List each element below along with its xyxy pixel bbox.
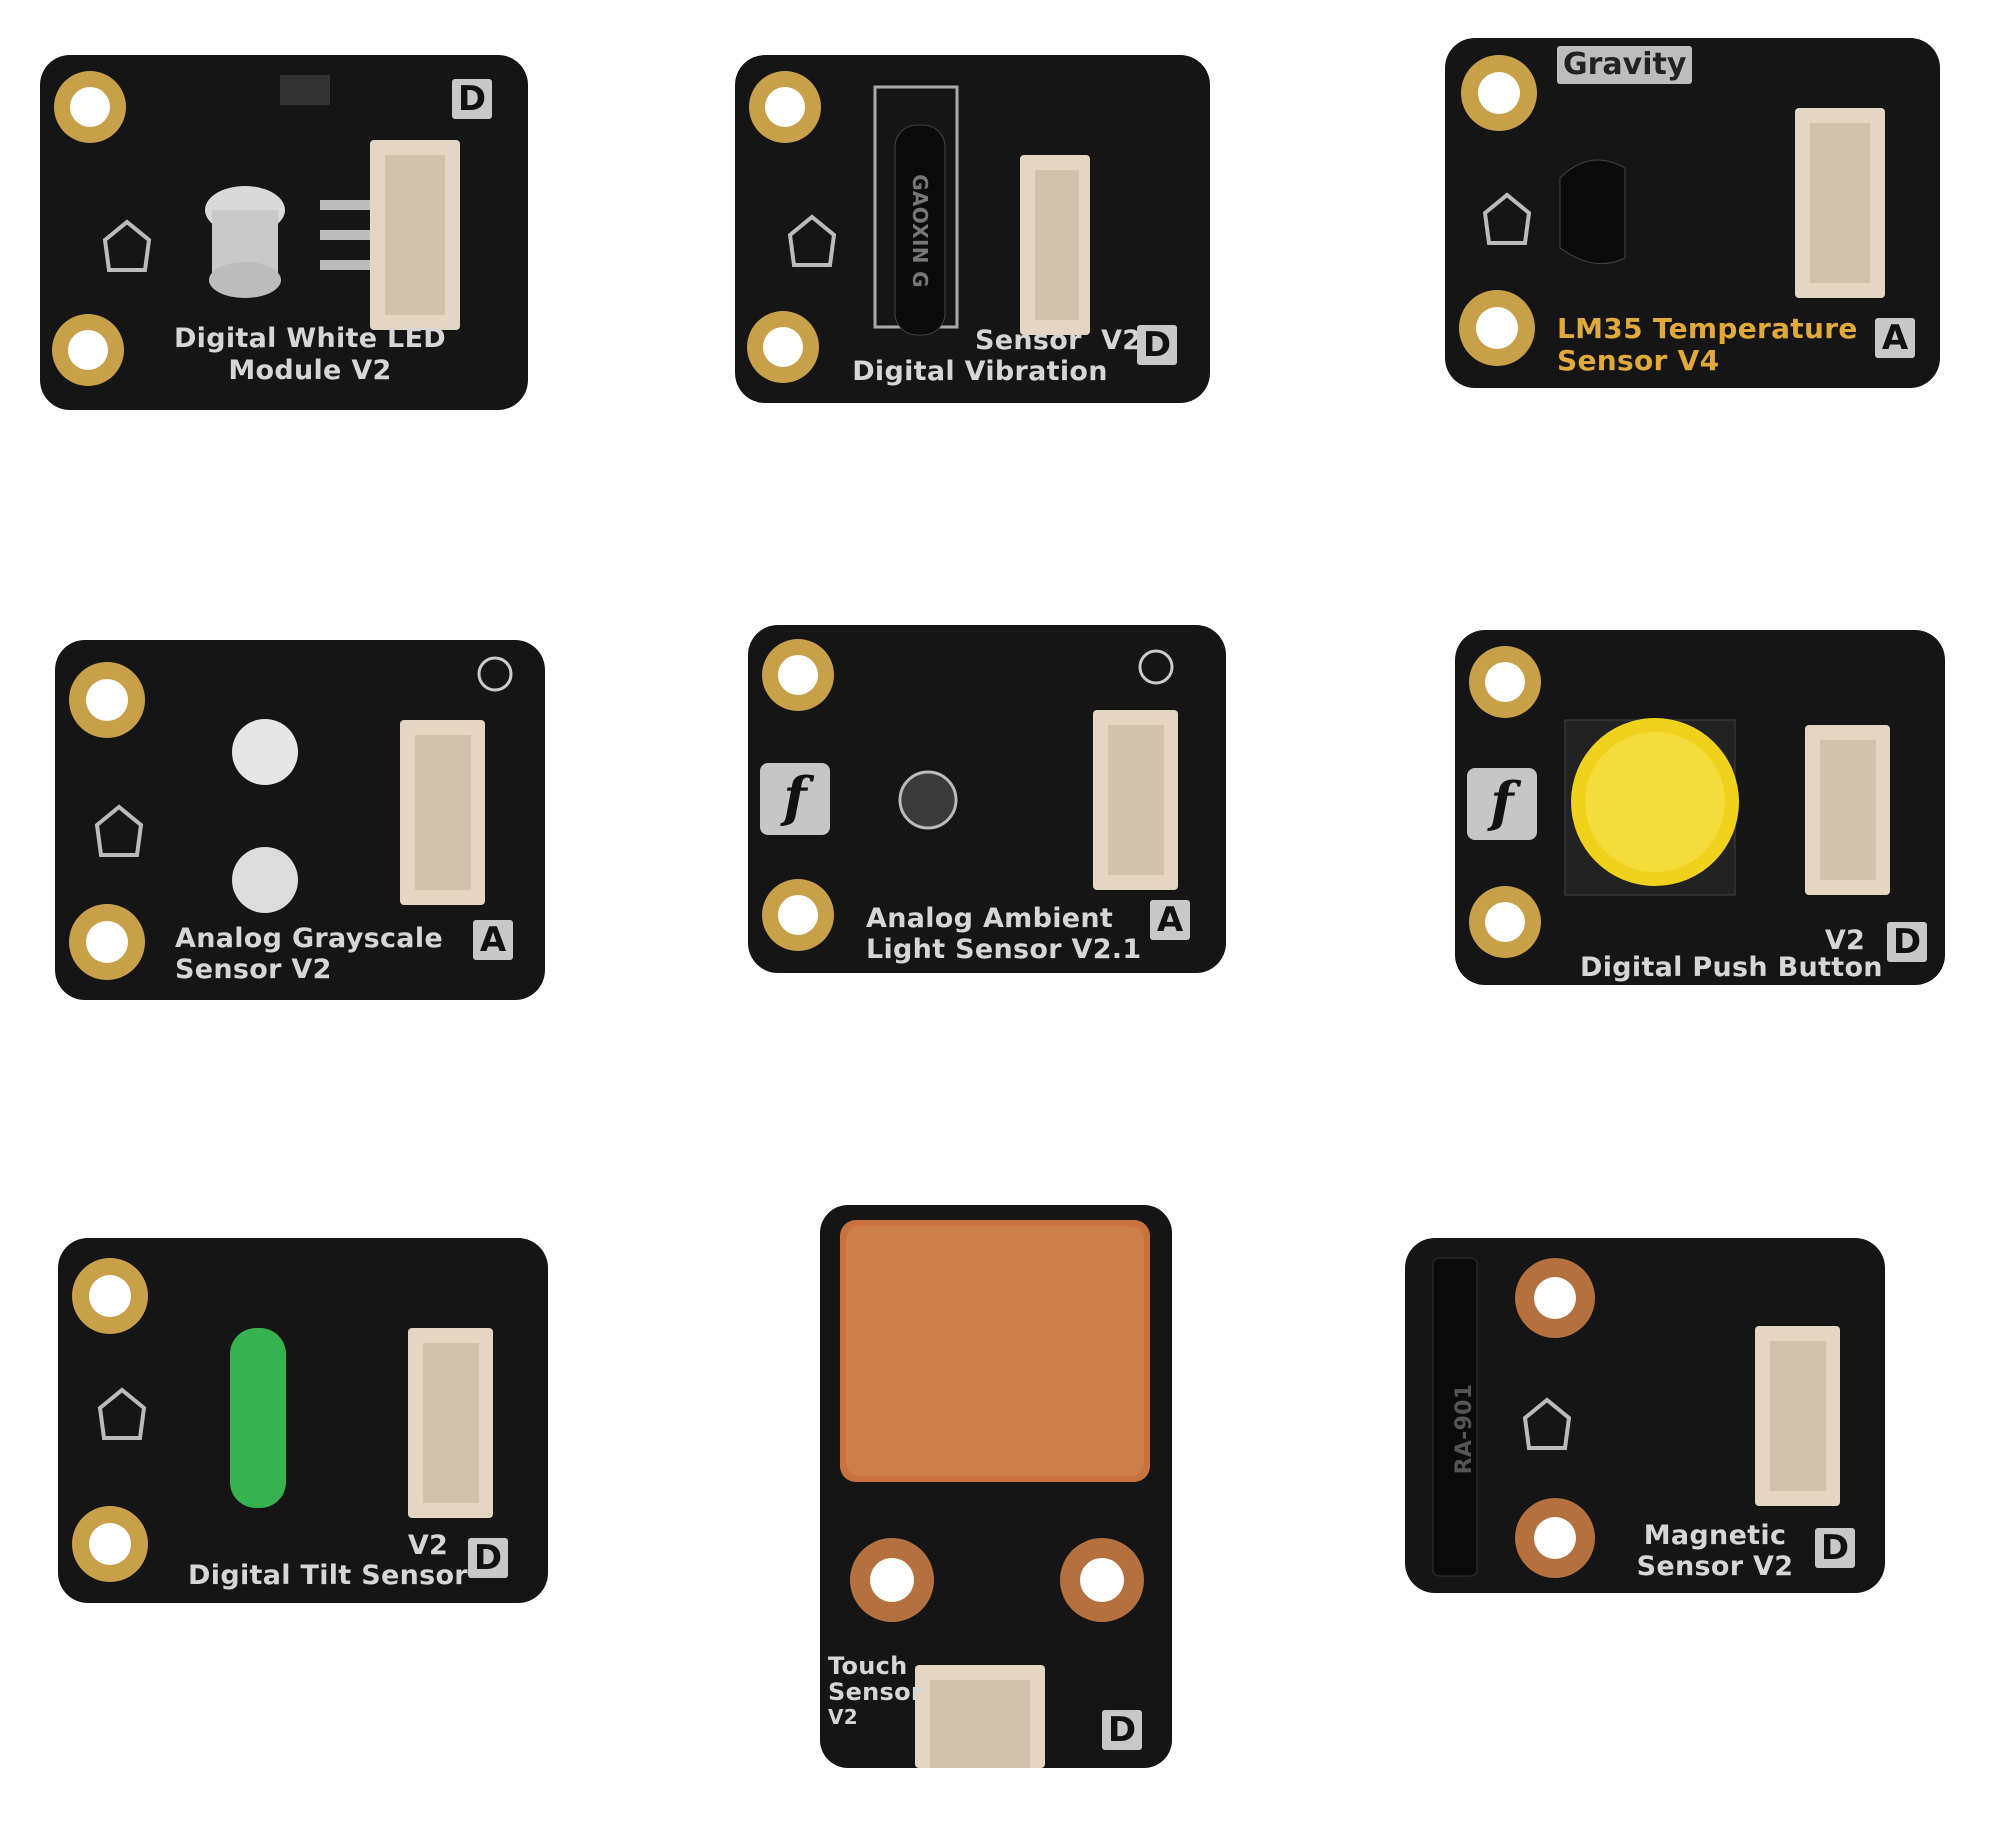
board-ambient-light: f Analog Ambient Light Sensor V2.1 A [748,625,1226,973]
board-label-line2: Light Sensor V2.1 [866,934,1142,965]
board-magnetic: RA-901 Magnetic Sensor V2 D [1405,1238,1885,1593]
gravity-badge: Gravity [1557,46,1693,84]
board-label-line1: LM35 Temperature [1557,312,1858,345]
type-badge: A [1875,318,1915,358]
board-tilt: V2 Digital Tilt Sensor D [58,1238,548,1603]
component-text: RA-901 [1452,1383,1477,1475]
type-badge: D [468,1538,508,1578]
board-label-line1: Sensor V2 [975,325,1142,356]
board-label-line3: V2 [828,1705,858,1729]
board-label-line1: V2 [1824,925,1866,956]
board-label-line1: Digital White LED [173,323,447,354]
type-badge: D [452,79,492,119]
type-badge: A [1150,900,1190,940]
type-badge: D [1815,1528,1855,1568]
board-white-led: D Digital White LED Module V2 [40,55,528,410]
type-badge: D [1137,325,1177,365]
f-logo-badge: f [760,763,830,835]
f-logo-badge: f [1467,768,1537,840]
board-label-line2: Digital Vibration [852,356,1108,387]
f-logo-glyph: f [1490,770,1514,834]
board-label-line1: Analog Ambient [866,903,1114,934]
board-label-line1: Touch [828,1652,908,1680]
board-label-line2: Module V2 [228,355,392,386]
type-badge: D [1887,922,1927,962]
board-label-line2: Digital Tilt Sensor [188,1560,468,1591]
type-badge: A [473,920,513,960]
component-text: GAOXIN G [908,174,932,288]
board-label-line1: Magnetic [1643,1520,1787,1551]
board-label-line2: Sensor V2 [175,954,332,985]
board-label-line1: V2 [407,1530,449,1561]
board-label-line1: Analog Grayscale [175,923,443,954]
board-label-line2: Sensor V2 [1636,1551,1794,1582]
board-label-line2: Sensor [828,1678,924,1706]
board-touch: Touch Sensor V2 D [820,1205,1172,1768]
board-grayscale: Analog Grayscale Sensor V2 A [55,640,545,1000]
board-vibration: GAOXIN G Sensor V2 Digital Vibration D [735,55,1210,403]
type-badge: D [1102,1710,1142,1750]
board-label-line2: Digital Push Button [1580,952,1883,983]
board-label-line2: Sensor V4 [1557,344,1720,377]
board-push-button: f V2 Digital Push Button D [1455,630,1945,985]
f-logo-glyph: f [783,765,807,829]
board-lm35: Gravity LM35 Temperature Sensor V4 A [1445,38,1940,388]
